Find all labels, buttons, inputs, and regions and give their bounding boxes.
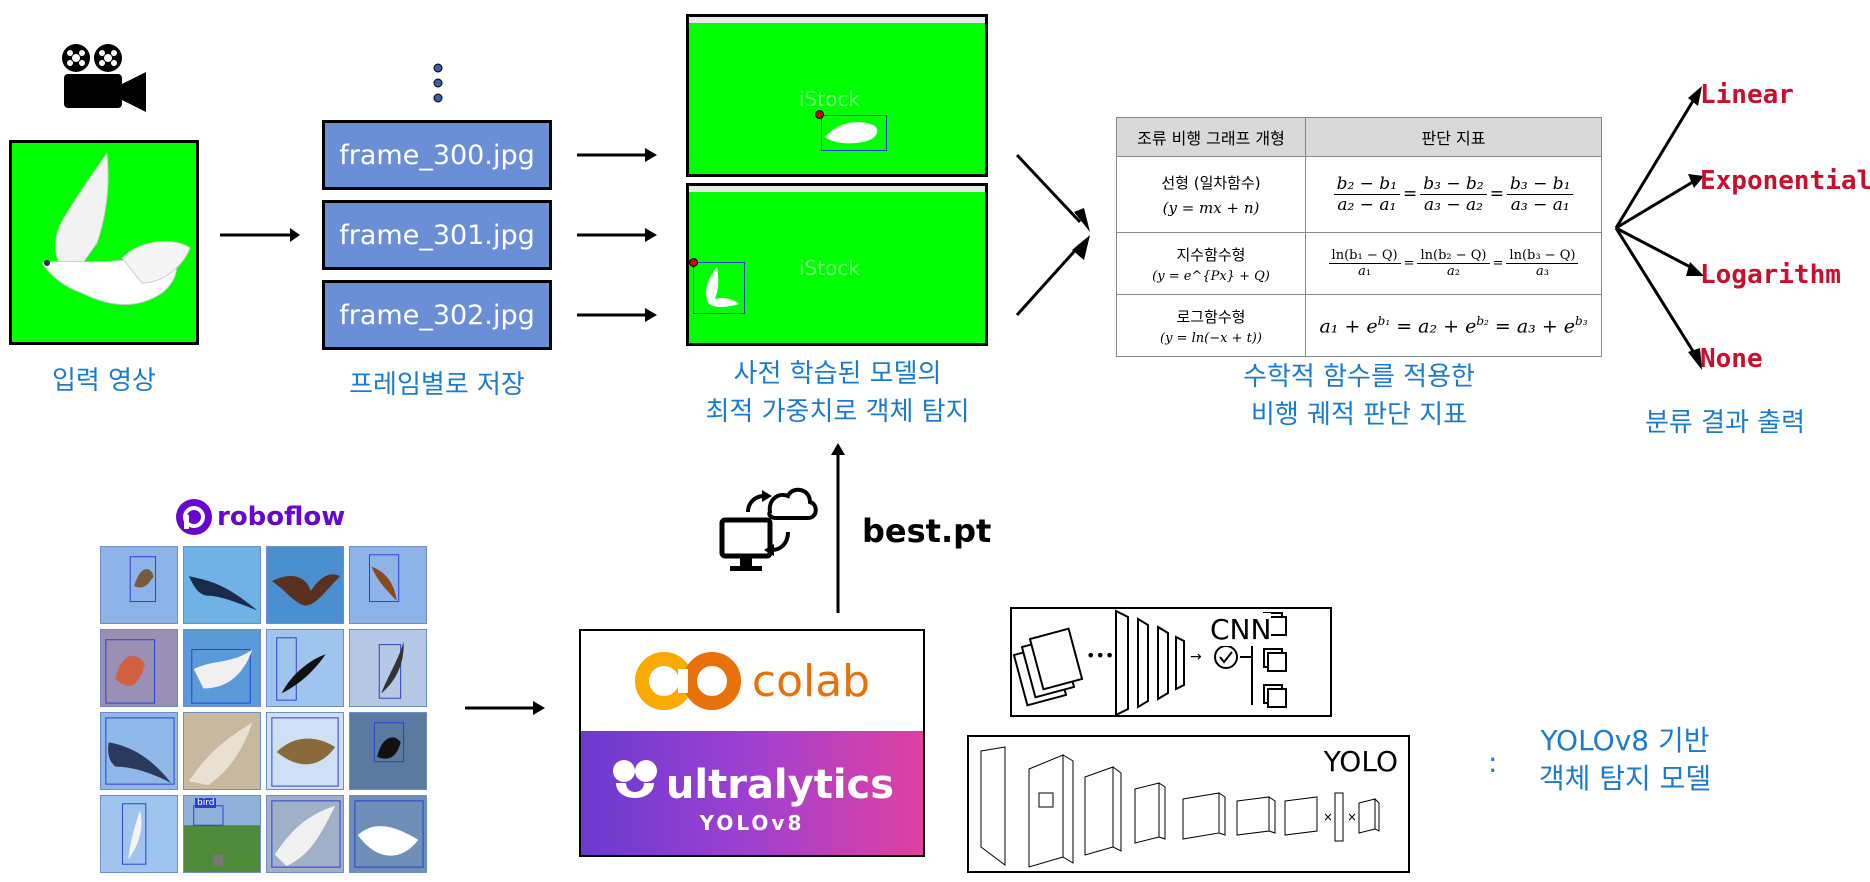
roboflow-logo: roboflow [175,497,345,537]
movie-camera-icon [58,42,154,114]
flight-metric-table: 조류 비행 그래프 개형 판단 지표 선형 (일차함수) (y = mx + n… [1116,117,1602,357]
cnn-label: CNN [1210,613,1272,646]
roboflow-icon [176,499,212,535]
table-row-exponential-formula: ln(b₁ − Q)a₁=ln(b₂ − Q)a₂=ln(b₃ − Q)a₃ [1305,232,1602,295]
row-name: 선형 (일차함수) [1161,174,1261,192]
frame-file-301: frame_301.jpg [322,200,552,270]
dataset-thumbnail [266,712,344,790]
dataset-thumbnail [183,795,261,873]
arrows-detection-to-metrics [1015,153,1090,317]
dataset-thumbnail [349,629,427,707]
dataset-thumbnail [266,629,344,707]
table-row-logarithm-label: 로그함수형 (y = ln(−x + t)) [1116,294,1306,357]
class-linear: Linear [1700,80,1794,110]
dataset-thumbnail [100,795,178,873]
detection-caption-line1: 사전 학습된 모델의 [733,359,942,389]
colab-icon [634,652,741,710]
ultralytics-subtext: YOLOv8 [699,811,805,835]
more-frames-ellipsis [432,62,444,104]
stock-watermark: iStock [799,256,860,280]
table-header-shape: 조류 비행 그래프 개형 [1116,117,1306,157]
dataset-thumbnail [100,546,178,624]
detection-result-image-1: iStock [686,14,988,177]
table-row-linear-label: 선형 (일차함수) (y = mx + n) [1116,156,1306,233]
classes-caption: 분류 결과 출력 [1644,408,1806,438]
frames-caption: 프레임별로 저장 [349,370,525,400]
input-video-image [9,140,199,345]
dataset-thumbnail [100,629,178,707]
class-exponential: Exponential [1700,166,1870,196]
detection-bounding-box [821,115,887,151]
weights-file-label: best.pt [862,512,992,550]
metric-caption-line1: 수학적 함수를 적용한 [1243,362,1475,392]
frame-file-302: frame_302.jpg [322,280,552,350]
table-row-exponential-label: 지수함수형 (y = e^{Px} + Q) [1116,232,1306,295]
svg-text:•••: ••• [1086,646,1114,665]
metric-caption: 수학적 함수를 적용한 비행 궤적 판단 지표 [1166,358,1552,434]
model-separator: : [1488,746,1498,779]
dataset-thumbnail [349,795,427,873]
row-formula: (y = mx + n) [1162,199,1260,217]
detection-caption: 사전 학습된 모델의 최적 가중치로 객체 탐지 [660,355,1015,431]
ultralytics-icon [612,760,657,798]
dataset-thumbnail [266,795,344,873]
model-description: YOLOv8 기반 객체 탐지 모델 [1520,722,1730,798]
class-none: None [1700,344,1763,374]
detection-bounding-box [693,262,745,314]
arrows-to-classes [1614,86,1704,370]
colab-text: colab [751,655,871,707]
roboflow-text: roboflow [217,502,346,532]
detection-point-marker [815,110,824,119]
detection-point-marker [689,258,698,267]
dataset-thumbnail [183,629,261,707]
arrow-dataset-to-training [465,701,545,715]
dataset-thumbnail [100,712,178,790]
ultralytics-banner: ultralytics YOLOv8 [581,731,923,855]
dataset-thumbnail [349,546,427,624]
row-name: 지수함수형 [1176,245,1246,264]
dataset-label: bird [195,798,217,808]
colab-logo: colab [581,631,923,731]
stock-watermark: iStock [799,87,860,111]
arrow-training-to-detection [831,443,845,613]
arrow-input-to-frames [220,228,300,242]
training-platform-box: colab ultralytics YOLOv8 [579,629,925,857]
detection-caption-line2: 최적 가중치로 객체 탐지 [705,397,970,427]
dataset-thumbnail [183,712,261,790]
row-formula: (y = e^{Px} + Q) [1152,268,1270,284]
ultralytics-text: ultralytics [665,762,895,808]
dataset-thumbnail [266,546,344,624]
class-logarithm: Logarithm [1700,260,1841,290]
model-description-line2: 객체 탐지 모델 [1538,762,1712,795]
arrows-frames-to-detection [577,148,657,322]
cloud-sync-icon [718,482,818,582]
model-description-line1: YOLOv8 기반 [1540,724,1710,757]
yolo-architecture-diagram: × × YOLO [967,735,1410,873]
yolo-label: YOLO [1323,745,1398,778]
svg-text:×: × [1347,810,1357,824]
dataset-thumbnail [183,546,261,624]
dataset-thumbnail [349,712,427,790]
detection-result-image-2: iStock [686,183,988,346]
row-name: 로그함수형 [1176,307,1246,326]
input-caption: 입력 영상 [52,366,156,396]
row-formula: (y = ln(−x + t)) [1160,330,1262,346]
metric-caption-line2: 비행 궤적 판단 지표 [1250,400,1468,430]
svg-text:→: → [1190,649,1202,665]
table-header-metric: 판단 지표 [1305,117,1602,157]
frame-file-300: frame_300.jpg [322,120,552,190]
dataset-thumbnail-grid: bird [100,546,430,876]
cnn-diagram: ••• → CNN [1010,607,1332,717]
svg-text:×: × [1323,810,1333,824]
table-row-logarithm-formula: a₁ + eb₁ = a₂ + eb₂ = a₃ + eb₃ [1305,294,1602,357]
